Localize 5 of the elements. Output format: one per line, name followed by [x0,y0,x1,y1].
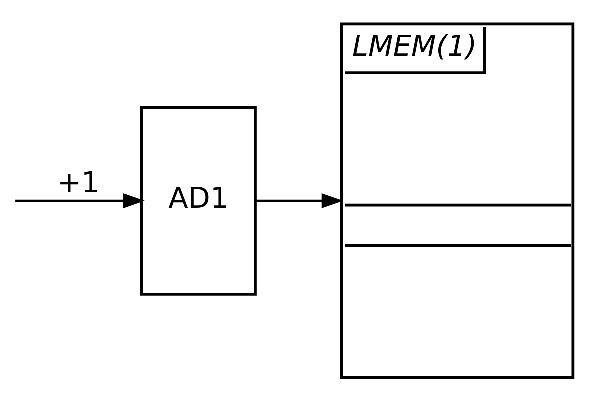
arrow [16,192,145,208]
edge-label: +1 [57,164,100,199]
node-box: LMEM(1) [340,22,575,379]
arrow [256,192,344,208]
node-box: AD1 [140,106,257,296]
